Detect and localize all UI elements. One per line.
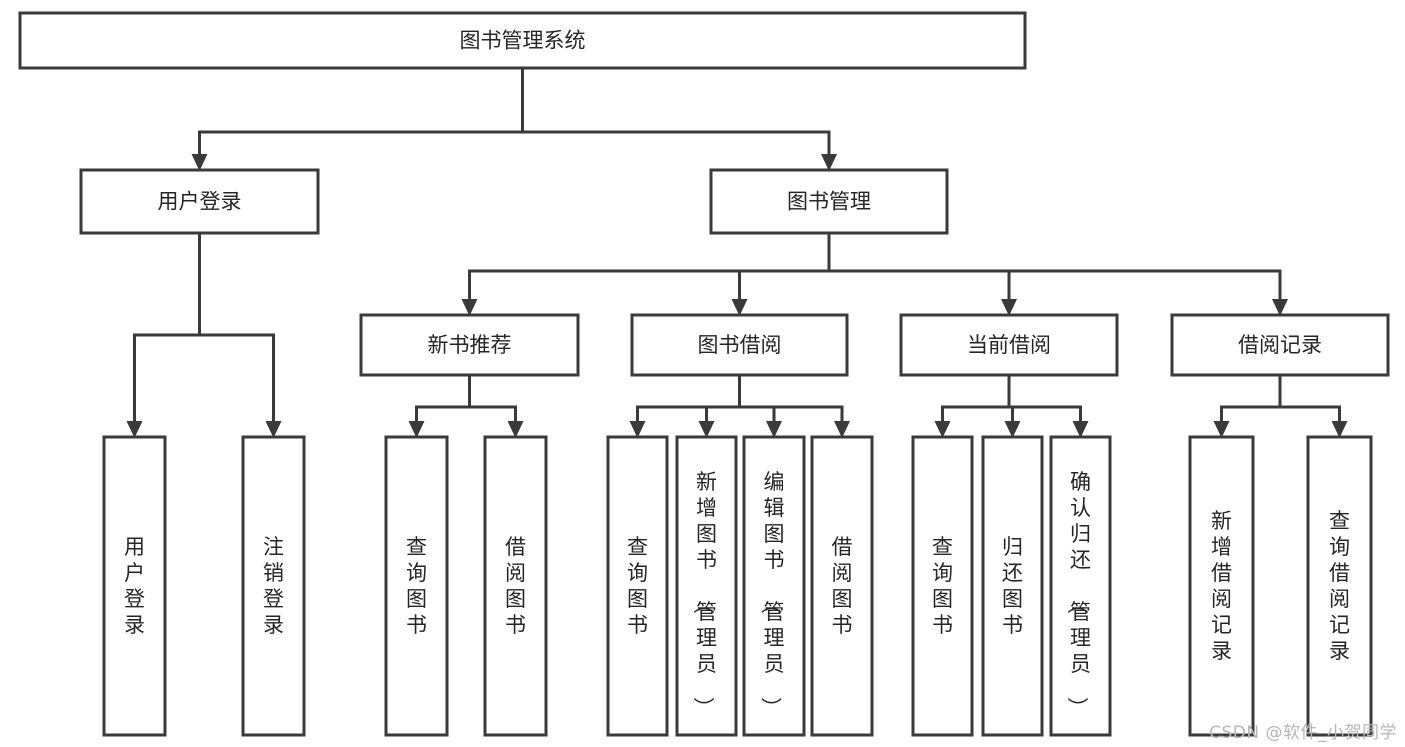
node-l1b[interactable]: 图书管理: [709, 168, 949, 235]
csdn-watermark: CSDN @软件_小贺同学: [1209, 723, 1397, 743]
node-n08[interactable]: 借阅图书: [810, 435, 874, 737]
node-label: 查询借阅记录: [1329, 509, 1350, 663]
connector-l2c-to-n09: [934, 375, 1011, 438]
connector-l2a-to-n04: [468, 375, 524, 438]
node-label: 查询图书: [627, 535, 648, 637]
node-label: 图书借阅: [698, 333, 782, 357]
node-label: 查询图书: [406, 535, 427, 637]
node-n06[interactable]: 新增图书（管理员）: [675, 435, 738, 737]
node-n03[interactable]: 查询图书: [384, 435, 449, 737]
node-n07[interactable]: 编辑图书（管理员）: [742, 435, 806, 737]
node-label: 新增借阅记录: [1211, 509, 1232, 663]
connector-l2b-to-n08: [738, 375, 850, 438]
node-l2d[interactable]: 借阅记录: [1170, 313, 1390, 377]
node-l2b[interactable]: 图书借阅: [630, 313, 849, 377]
connector-root-to-l1b: [521, 68, 837, 171]
node-n01[interactable]: 用户登录: [102, 435, 167, 737]
node-label: 借阅图书: [832, 535, 853, 637]
node-label: 用户登录: [124, 535, 145, 637]
node-n02[interactable]: 注销登录: [241, 435, 306, 737]
node-l2c[interactable]: 当前借阅: [899, 313, 1119, 377]
node-layer: 图书管理系统用户登录图书管理新书推荐图书借阅当前借阅借阅记录用户登录注销登录查询…: [18, 11, 1390, 737]
node-label: 新增图书（管理员）: [691, 470, 717, 718]
connector-l2d-to-n12: [1213, 375, 1282, 438]
node-label: 用户登录: [158, 190, 242, 214]
node-l2a[interactable]: 新书推荐: [359, 313, 580, 377]
node-label: 归还图书: [1002, 535, 1023, 637]
node-n13[interactable]: 查询借阅记录: [1306, 435, 1373, 737]
node-n12[interactable]: 新增借阅记录: [1188, 435, 1255, 737]
node-root[interactable]: 图书管理系统: [18, 11, 1027, 70]
node-label: 图书管理系统: [460, 29, 586, 53]
connector-l1b-to-l2c: [827, 233, 1017, 316]
connector-l1b-to-l2b: [731, 233, 831, 316]
node-label: 图书管理: [787, 190, 871, 214]
connector-layer: [126, 68, 1348, 438]
node-label: 查询图书: [932, 535, 953, 637]
node-label: 新书推荐: [428, 333, 512, 357]
node-label: 借阅记录: [1238, 333, 1322, 357]
connector-l1b-to-l2d: [827, 233, 1288, 316]
node-label: 注销登录: [263, 535, 284, 637]
connector-l1a-to-n02: [198, 233, 282, 438]
node-n05[interactable]: 查询图书: [606, 435, 669, 737]
connector-l2d-to-n13: [1278, 375, 1348, 438]
node-label: 编辑图书（管理员）: [759, 470, 785, 718]
node-label: 当前借阅: [967, 333, 1051, 357]
connector-l1b-to-l2a: [461, 233, 831, 316]
node-n09[interactable]: 查询图书: [911, 435, 974, 737]
node-n10[interactable]: 归还图书: [981, 435, 1044, 737]
node-label: 借阅图书: [505, 535, 526, 637]
connector-l2a-to-n03: [408, 375, 471, 438]
node-label: 确认归还（管理员）: [1065, 470, 1091, 718]
connector-l1a-to-n01: [126, 233, 201, 438]
node-l1a[interactable]: 用户登录: [79, 168, 320, 235]
node-n04[interactable]: 借阅图书: [483, 435, 548, 737]
connector-root-to-l1a: [191, 68, 524, 171]
node-n11[interactable]: 确认归还（管理员）: [1049, 435, 1112, 737]
connector-l2c-to-n11: [1007, 375, 1089, 438]
